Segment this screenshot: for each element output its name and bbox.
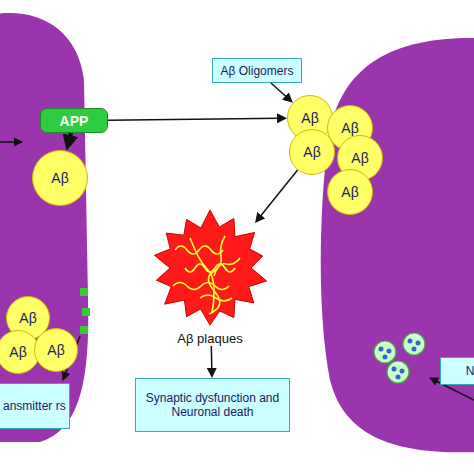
node-text: Aβ [47, 342, 64, 358]
vesicle-dot [396, 375, 401, 380]
vesicle-group [374, 333, 425, 383]
postsynaptic-neuron [321, 38, 474, 452]
node-text: Aβ [351, 150, 368, 166]
vesicle-dot [408, 339, 413, 344]
arrow-connector [259, 170, 297, 218]
vesicle [374, 341, 396, 363]
arrow-connector [271, 83, 288, 98]
node-text: Aβ [51, 170, 68, 186]
node-text: Aβ Oligomers [221, 64, 294, 78]
abeta-circle: Aβ [327, 169, 373, 215]
node-text: Aβ [341, 120, 358, 136]
plaque-outline [154, 210, 266, 325]
node-text: Aβ plaques [155, 331, 265, 346]
label-box: ansmitter rs [0, 383, 70, 429]
plaque-fibril [175, 246, 223, 254]
entry-arrow [0, 141, 22, 143]
protein-box: APP [40, 108, 108, 133]
receptor-square [82, 308, 90, 316]
plaque-fibril [214, 258, 240, 276]
plaque-fibril [200, 295, 232, 301]
receptor-square [80, 326, 88, 334]
plaque-fibril [208, 236, 225, 314]
arrow-connector [69, 133, 71, 140]
vesicle [403, 333, 425, 355]
vesicle-dot [416, 341, 421, 346]
label-box: Aβ Oligomers [212, 58, 302, 83]
node-text: Aβ [301, 110, 318, 126]
receptor-square [80, 288, 88, 296]
label-box: N [440, 357, 474, 385]
node-text: Aβ [303, 144, 320, 160]
plaque-fibril [173, 283, 229, 290]
arrow-connector [211, 346, 213, 371]
vesicle-dot [400, 369, 405, 374]
arrow-connector [108, 118, 280, 120]
plaque-shape [145, 198, 275, 338]
node-text: Synaptic dysfunction and Neuronal death [139, 391, 286, 419]
vesicle-dot [412, 347, 417, 352]
vesicle [387, 361, 409, 383]
label-box: Synaptic dysfunction and Neuronal death [135, 378, 290, 432]
node-text: Aβ [341, 184, 358, 200]
plaque-star: Aβ plaques [165, 212, 255, 346]
node-text: Aβ [9, 344, 26, 360]
plaque-fibril [185, 264, 235, 272]
node-text: Aβ [19, 310, 36, 326]
vesicle-dot [387, 349, 392, 354]
vesicle-dot [392, 367, 397, 372]
vesicle-dot [383, 355, 388, 360]
abeta-circle: Aβ [32, 150, 88, 206]
node-text: APP [60, 113, 89, 129]
node-text: ansmitter rs [3, 399, 66, 413]
abeta-circle: Aβ [289, 129, 335, 175]
vesicle-dot [379, 347, 384, 352]
abeta-circle: Aβ [34, 328, 78, 372]
presynaptic-neuron [0, 13, 88, 442]
node-text: N [466, 364, 474, 378]
